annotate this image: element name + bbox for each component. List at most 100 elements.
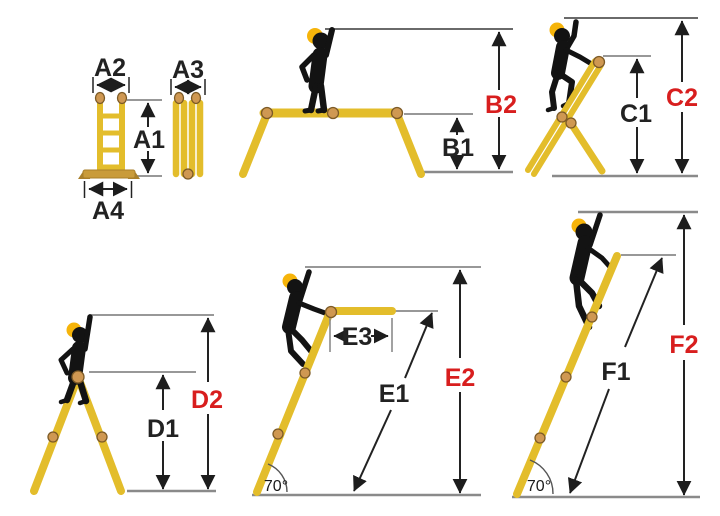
raised-arm (564, 19, 579, 51)
dimension-e3: E3 (329, 318, 393, 352)
raised-arm (82, 314, 93, 352)
person-head (287, 279, 303, 295)
dim-label-a2: A2 (94, 54, 126, 82)
dimension-a4: A4 (83, 181, 133, 225)
dimension-c1: C1 (620, 58, 652, 174)
dim-label-e3: E3 (342, 323, 373, 351)
dim-label-a1: A1 (133, 126, 165, 154)
diagram-b-work-platform: B1 B2 (239, 27, 517, 178)
dim-label-d1: D1 (147, 415, 179, 443)
dimension-d1: D1 (147, 374, 179, 490)
dimension-b2: B2 (485, 31, 517, 170)
rail-hinge (586, 311, 598, 323)
dim-label-c1: C1 (620, 100, 652, 128)
dim-label-a4: A4 (92, 197, 124, 225)
angle-arc (529, 459, 554, 495)
leg (307, 82, 320, 114)
stile-top-knob (94, 91, 106, 105)
stepladder-c (525, 55, 606, 177)
person-head (312, 32, 330, 50)
angle-70-e: 70° (264, 463, 288, 495)
dim-label-c2: C2 (666, 84, 698, 112)
top-hinge (592, 55, 606, 69)
torso (569, 235, 593, 286)
diagram-f-leaning-ladder: F1 F2 70° (512, 210, 700, 499)
angle-70-f: 70° (527, 459, 554, 495)
person-climbing-c (545, 19, 593, 113)
dimension-a2: A2 (92, 54, 130, 93)
rail-hinge (272, 428, 284, 440)
dimension-e1: E1 (353, 312, 434, 492)
platform-hinge (390, 106, 404, 120)
ladder-folded-view (172, 91, 204, 180)
dim-label-b2: B2 (485, 91, 517, 119)
raised-arm (323, 27, 335, 58)
diagram-d-stepladder: D1 D2 (30, 314, 223, 495)
dim-label-d2: D2 (191, 386, 223, 414)
bend-hinge (324, 305, 338, 319)
ladder-front-view (78, 91, 140, 179)
dimension-a3: A3 (170, 56, 206, 95)
foot (58, 397, 70, 405)
dimension-f2: F2 (669, 214, 699, 496)
torso (551, 40, 570, 80)
foot (77, 398, 89, 406)
foot (302, 107, 314, 114)
angle-label-f: 70° (527, 478, 551, 495)
leg (572, 276, 593, 331)
folded-bottom-hinge (182, 168, 194, 180)
dim-label-f2: F2 (669, 331, 698, 359)
rail-hinge (534, 432, 546, 444)
dimension-c2: C2 (666, 20, 698, 174)
a-frame-ladder (30, 373, 125, 495)
rail-hinge (299, 367, 311, 379)
bent-leaning-ladder (253, 305, 396, 496)
foot (545, 105, 557, 113)
foot (315, 107, 327, 114)
rail-hinge (560, 371, 572, 383)
dimension-b1: B1 (442, 117, 474, 170)
leg (286, 324, 314, 354)
platform-hinge (260, 106, 274, 120)
mid-hinge (556, 111, 568, 123)
leg (317, 82, 328, 114)
platform-ladder (239, 108, 425, 178)
dimension-f1: F1 (567, 257, 664, 494)
forward-arm (585, 245, 614, 271)
angle-arc (267, 463, 288, 493)
folded-top-knob (173, 91, 185, 105)
leg-hinge (47, 431, 59, 443)
dim-label-b1: B1 (442, 134, 474, 162)
dim-label-e1: E1 (379, 380, 410, 408)
person-on-platform (299, 27, 335, 114)
platform-hinge (326, 106, 340, 120)
straight-leaning-ladder (513, 252, 621, 498)
torso (282, 291, 303, 334)
bent-arm (299, 52, 317, 83)
bent-arm (58, 346, 76, 376)
forward-arm (563, 47, 593, 66)
leg-hinge (96, 431, 108, 443)
leg (285, 326, 306, 367)
torso (308, 47, 328, 94)
folded-top-knob (190, 91, 202, 105)
dim-label-a3: A3 (172, 56, 204, 84)
stile-top-knob (116, 91, 128, 105)
person-climbing-e (282, 269, 328, 367)
dimension-d2: D2 (191, 317, 223, 490)
dim-label-f1: F1 (601, 358, 630, 386)
mid-hinge (565, 117, 577, 129)
stabilizer-bar (82, 169, 136, 179)
person-climbing-f (569, 212, 614, 331)
diagram-e-leaning-ladder-bent-top: E3 E1 E2 70° (252, 266, 481, 497)
apex-hinge (71, 370, 85, 384)
dim-label-e2: E2 (445, 364, 476, 392)
dimension-e2: E2 (445, 269, 476, 494)
person-head (554, 28, 570, 44)
leg (549, 70, 561, 111)
dimension-a1: A1 (133, 102, 165, 174)
diagram-c-stepladder-extended: C1 C2 (525, 17, 698, 178)
diagram-a-front-and-folded-view: A2 A3 A1 A4 (78, 54, 206, 225)
forward-arm (296, 300, 328, 316)
